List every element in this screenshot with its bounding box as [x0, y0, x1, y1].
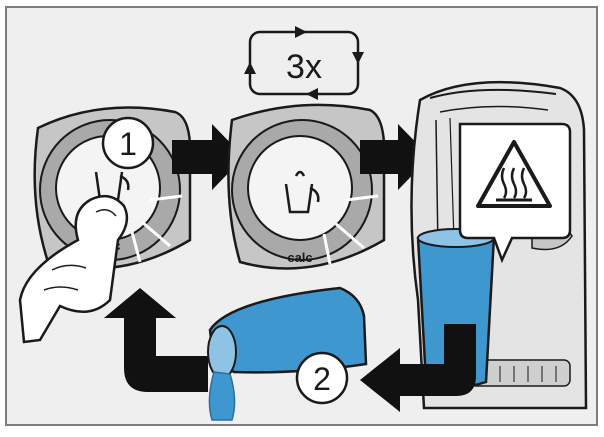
flow-arrow-1 — [172, 124, 244, 190]
pointing-finger-icon — [18, 194, 129, 344]
repeat-count-label: 3x — [286, 48, 322, 86]
control-panel-result: calc — [227, 103, 386, 270]
hot-surface-warning-bubble — [458, 122, 572, 264]
flow-arrow-return — [104, 288, 208, 392]
step-1-badge: 1 — [101, 116, 155, 170]
pouring-glass — [207, 286, 368, 421]
step-2-label: 2 — [313, 361, 331, 397]
descale-cup-icon — [284, 170, 320, 214]
repeat-cycle-icon: 3x — [244, 26, 364, 100]
flow-arrow-3 — [360, 324, 476, 412]
step-2-badge: 2 — [295, 351, 349, 405]
water-stream — [208, 371, 236, 421]
calc-button-label-2: calc — [287, 250, 312, 265]
hot-surface-warning-icon — [476, 140, 552, 208]
step-1-label: 1 — [119, 126, 137, 162]
